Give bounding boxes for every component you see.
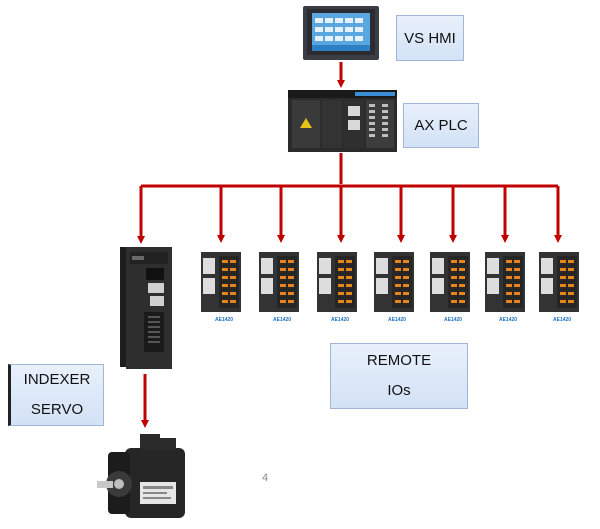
remote-io-module-icon (374, 252, 414, 312)
hmi-label-text: VS HMI (404, 29, 456, 47)
remote-io-module-icon (485, 252, 525, 312)
io-module-tag: AE1420 (553, 317, 572, 323)
io-module-tag: AE1420 (499, 317, 518, 323)
io-module-tag: AE1420 (331, 317, 350, 323)
io-module-tag: AE1420 (215, 317, 234, 323)
io-module-tag: AE1420 (273, 317, 292, 323)
remote-io-label: REMOTE IOs (330, 343, 468, 409)
remote-io-label-line2: IOs (387, 382, 411, 399)
servo-label-line1: INDEXER (23, 371, 91, 388)
page-number: 4 (262, 472, 269, 484)
io-module-tag: AE1420 (388, 317, 407, 323)
plc-label: AX PLC (403, 103, 479, 148)
remote-io-module-icon (201, 252, 241, 312)
io-module-tag: AE1420 (444, 317, 463, 323)
plc-label-text: AX PLC (414, 117, 468, 134)
servo-label-line2: SERVO (30, 401, 84, 418)
remote-io-module-icon (317, 252, 357, 312)
remote-io-module-icon (539, 252, 579, 312)
remote-io-label-line1: REMOTE (366, 352, 432, 369)
servo-label: INDEXER SERVO (8, 364, 104, 426)
remote-io-module-icon (430, 252, 470, 312)
hmi-label: VS HMI (396, 15, 464, 61)
remote-io-module-icon (259, 252, 299, 312)
